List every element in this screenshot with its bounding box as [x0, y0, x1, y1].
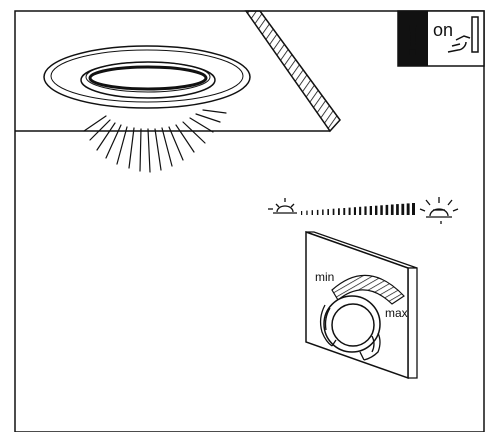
ceiling-panel	[15, 10, 341, 133]
brightness-tick	[375, 205, 378, 215]
brightness-tick	[396, 204, 399, 215]
switch-on-label: on	[433, 20, 453, 40]
dimmer-plate-side	[407, 267, 418, 379]
brightness-tick	[343, 208, 346, 215]
dimmer-max-label: max	[385, 306, 408, 320]
brightness-tick	[412, 203, 415, 215]
dimmer-min-label: min	[315, 270, 334, 284]
brightness-tick	[306, 210, 308, 215]
bright-lamp-icon	[419, 197, 459, 224]
brightness-tick	[338, 208, 340, 215]
hand-icon	[319, 304, 381, 361]
brightness-tick	[301, 211, 303, 215]
power-on-warning-box: ! on	[397, 10, 485, 67]
brightness-tick	[401, 203, 405, 215]
brightness-tick	[369, 206, 372, 215]
brightness-scale-ticks	[301, 203, 415, 215]
light-rays	[83, 109, 227, 173]
brightness-scale	[268, 197, 459, 224]
brightness-tick	[385, 204, 389, 215]
warning-symbol-block	[398, 11, 428, 66]
recessed-downlight	[43, 45, 251, 109]
ceiling-hatched-edge	[244, 10, 341, 133]
dim-lamp-icon	[268, 198, 297, 214]
dimmer-level-arc	[331, 274, 405, 305]
brightness-tick	[327, 209, 329, 215]
brightness-tick	[332, 208, 335, 215]
brightness-tick	[390, 204, 394, 215]
dimmer-switch: min max	[305, 230, 418, 380]
brightness-tick	[316, 209, 319, 215]
brightness-tick	[364, 206, 367, 215]
brightness-tick	[353, 207, 356, 215]
dimmer-knob	[323, 295, 381, 353]
brightness-tick	[359, 206, 362, 215]
switch-icon	[447, 16, 479, 53]
brightness-tick	[311, 210, 313, 215]
warning-symbol: !	[406, 16, 421, 65]
brightness-tick	[322, 209, 324, 215]
brightness-tick	[406, 203, 410, 215]
brightness-tick	[348, 207, 351, 215]
brightness-tick	[380, 205, 383, 215]
